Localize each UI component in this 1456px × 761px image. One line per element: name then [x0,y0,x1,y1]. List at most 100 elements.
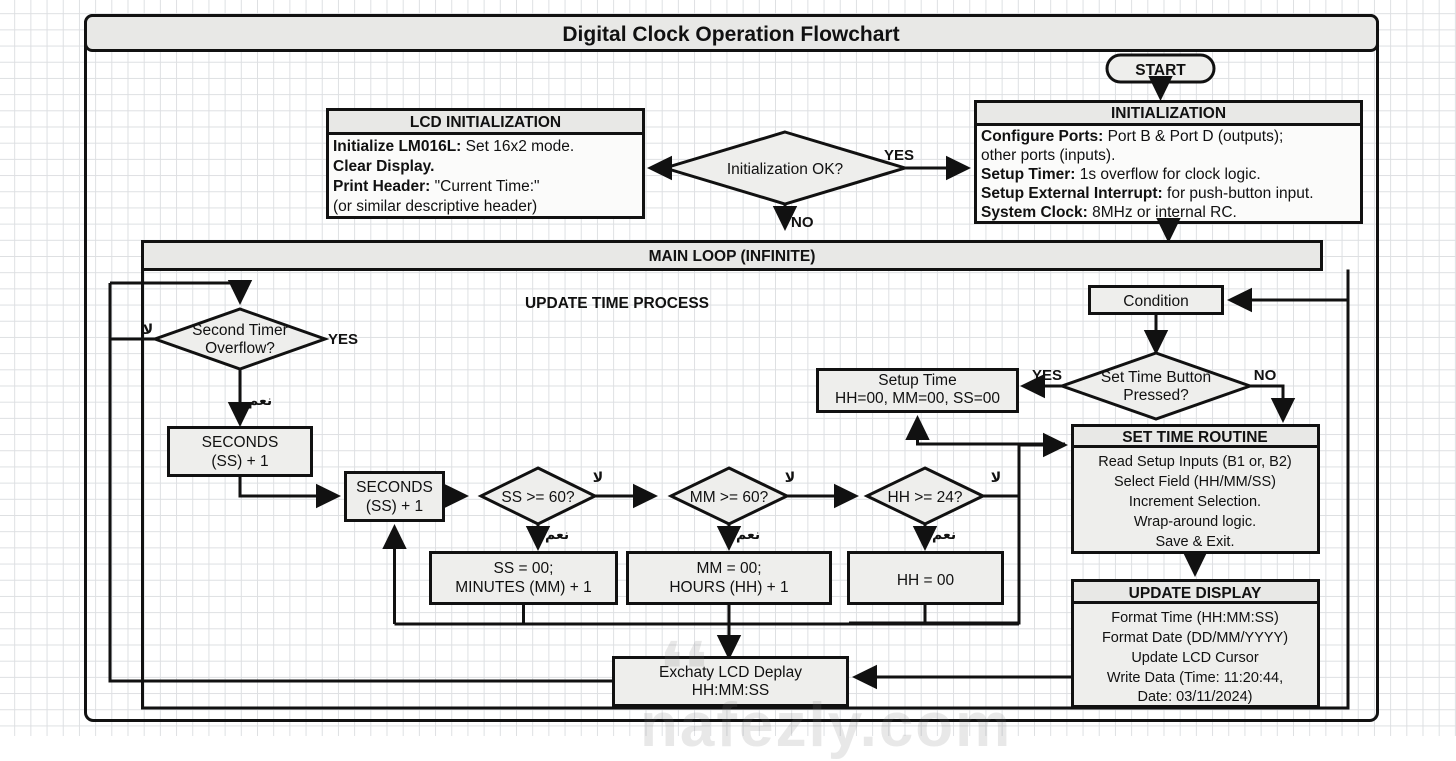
lcd-initialization-header-bar [326,108,645,135]
seconds-inc-2-line-1: (SS) + 1 [366,498,423,515]
lcd-line-2-bold: Print Header: [333,178,430,195]
svg-text:System Clock: 8MHz or internal: System Clock: 8MHz or internal RC. [981,204,1237,221]
lcd-display-line-0: Exchaty LCD Deplay [659,664,802,681]
edge-label-ar-yes-sscheck: نعم [545,527,569,543]
title-bar [84,14,1379,52]
init-line-0-rest: Port B & Port D (outputs); [1103,128,1283,145]
edge-label-ar-yes-hhcheck: نعم [932,527,956,543]
set-time-routine-header: SET TIME ROUTINE [1122,429,1268,446]
update-display-line-4: Date: 03/11/2024) [1137,689,1252,705]
second-timer-line-1: Overflow? [205,340,275,357]
edge-label-ar-yes-secondtimer: نعم [248,393,272,409]
mm-reset-line-1: HOURS (HH) + 1 [669,579,788,596]
ss-check-label: SS >= 60? [501,489,575,506]
initialization-body: Configure Ports: Port B & Port D (output… [981,128,1314,221]
seconds-inc-1-line-1: (SS) + 1 [211,453,268,470]
mm-reset-box [626,551,832,605]
init-line-2-rest: 1s overflow for clock logic. [1075,166,1260,183]
init-line-4-bold: System Clock: [981,204,1088,221]
initialization-header: INITIALIZATION [1111,105,1226,122]
second-timer-line-0: Second Timer [192,322,288,339]
lcd-line-2-rest: "Current Time:" [430,178,539,195]
set-time-button-diamond [1057,351,1255,421]
lcd-initialization-body: Initialize LM016L: Set 16x2 mode. Clear … [333,138,574,215]
update-time-process-label: UPDATE TIME PROCESS [525,295,709,312]
flowchart-svg: Digital Clock Operation Flowchart START … [84,14,1379,722]
seconds-increment-box-1 [167,426,313,477]
svg-text:(or similar descriptive header: (or similar descriptive header) [333,198,537,215]
set-time-routine-line-2: Increment Selection. [1129,494,1261,510]
set-time-routine-line-3: Wrap-around logic. [1134,514,1256,530]
main-loop-header-bar [141,240,1323,271]
init-line-4-rest: 8MHz or internal RC. [1088,204,1237,221]
svg-text:Setup Timer: 1s overflow for c: Setup Timer: 1s overflow for clock logic… [981,166,1261,183]
edge-rail-to-setuptime [905,415,1065,446]
condition-box [1088,285,1224,315]
left-return-spine [108,283,616,683]
update-display-line-0: Format Time (HH:MM:SS) [1111,610,1279,626]
initialization-ok-label: Initialization OK? [727,161,844,178]
edge-hhno-branch-right [1017,432,1068,496]
hh-check-label: HH >= 24? [888,489,963,506]
ss-reset-line-0: SS = 00; [494,560,554,577]
lcd-line-3-rest: (or similar descriptive header) [333,198,537,215]
start-label: START [1135,62,1186,79]
edge-label-no-settimebtn: NO [1254,367,1277,384]
edge-label-yes-settimebtn: YES [1032,367,1062,384]
update-display-line-3: Write Data (Time: 11:20:44, [1107,670,1283,686]
set-time-routine-line-4: Save & Exit. [1156,534,1235,550]
lcd-display-box [612,656,849,707]
lcd-line-1-bold: Clear Display. [333,158,434,175]
hh-reset-box [847,551,1004,605]
svg-text:Print Header: "Current Time:": Print Header: "Current Time:" [333,178,540,195]
svg-text:Initialize LM016L: Set 16x2 mo: Initialize LM016L: Set 16x2 mode. [333,138,574,155]
seconds-inc-2-line-0: SECONDS [356,479,433,496]
condition-label: Condition [1123,293,1189,310]
page-title: Digital Clock Operation Flowchart [562,23,899,46]
lcd-initialization-header: LCD INITIALIZATION [410,114,561,131]
update-display-line-1: Format Date (DD/MM/YYYY) [1102,630,1288,646]
hh-reset-line-0: HH = 00 [897,572,955,589]
lcd-line-0-rest: Set 16x2 mode. [461,138,574,155]
lcd-display-line-1: HH:MM:SS [692,682,770,699]
edge-label-ar-no-mmcheck: لا [785,470,795,486]
svg-text:other ports (inputs).: other ports (inputs). [981,147,1115,164]
second-timer-overflow-diamond [150,307,330,371]
ss-reset-line-1: MINUTES (MM) + 1 [455,579,592,596]
edge-seconds1-to-seconds2 [238,476,341,509]
svg-text:Configure Ports: Port B & Port: Configure Ports: Port B & Port D (output… [981,128,1283,145]
set-time-button-line-1: Pressed? [1123,387,1189,404]
mm-reset-line-0: MM = 00; [696,560,761,577]
mm-check-label: MM >= 60? [690,489,769,506]
seconds-increment-box-2 [344,471,445,522]
lcd-line-0-bold: Initialize LM016L: [333,138,461,155]
edge-label-ar-no-sscheck: لا [593,470,603,486]
set-time-routine-line-0: Read Setup Inputs (B1 or, B2) [1098,454,1291,470]
svg-text:Clear Display.: Clear Display. [333,158,434,175]
edge-settimebtn-no [1250,384,1296,423]
setup-time-line-0: Setup Time [878,372,956,389]
setup-time-line-1: HH=00, MM=00, SS=00 [835,390,1000,407]
init-line-0-bold: Configure Ports: [981,128,1103,145]
update-display-header-bar [1071,579,1320,604]
edge-label-yes-initok: YES [884,147,914,164]
seconds-inc-1-line-0: SECONDS [202,434,279,451]
init-line-3-rest: for push-button input. [1163,185,1314,202]
edge-label-yes-secondtimer: YES [328,331,358,348]
main-loop-header: MAIN LOOP (INFINITE) [649,248,816,265]
set-time-routine-line-1: Select Field (HH/MM/SS) [1114,474,1276,490]
edge-label-ar-no-hhcheck: لا [991,470,1001,486]
ss-reset-box [429,551,618,605]
set-time-button-line-0: Set Time Button [1101,369,1211,386]
init-line-3-bold: Setup External Interrupt: [981,185,1163,202]
setup-time-box [816,368,1019,413]
edge-loopback-to-second-timer [110,279,253,305]
edge-label-no-initok: NO [791,214,814,231]
update-display-line-2: Update LCD Cursor [1131,650,1258,666]
edge-label-ar-no-secondtimer: لا [143,322,153,338]
initialization-header-bar [974,100,1363,126]
init-line-1-rest: other ports (inputs). [981,147,1115,164]
update-display-header: UPDATE DISPLAY [1129,585,1262,602]
edge-label-ar-yes-mmcheck: نعم [736,527,760,543]
